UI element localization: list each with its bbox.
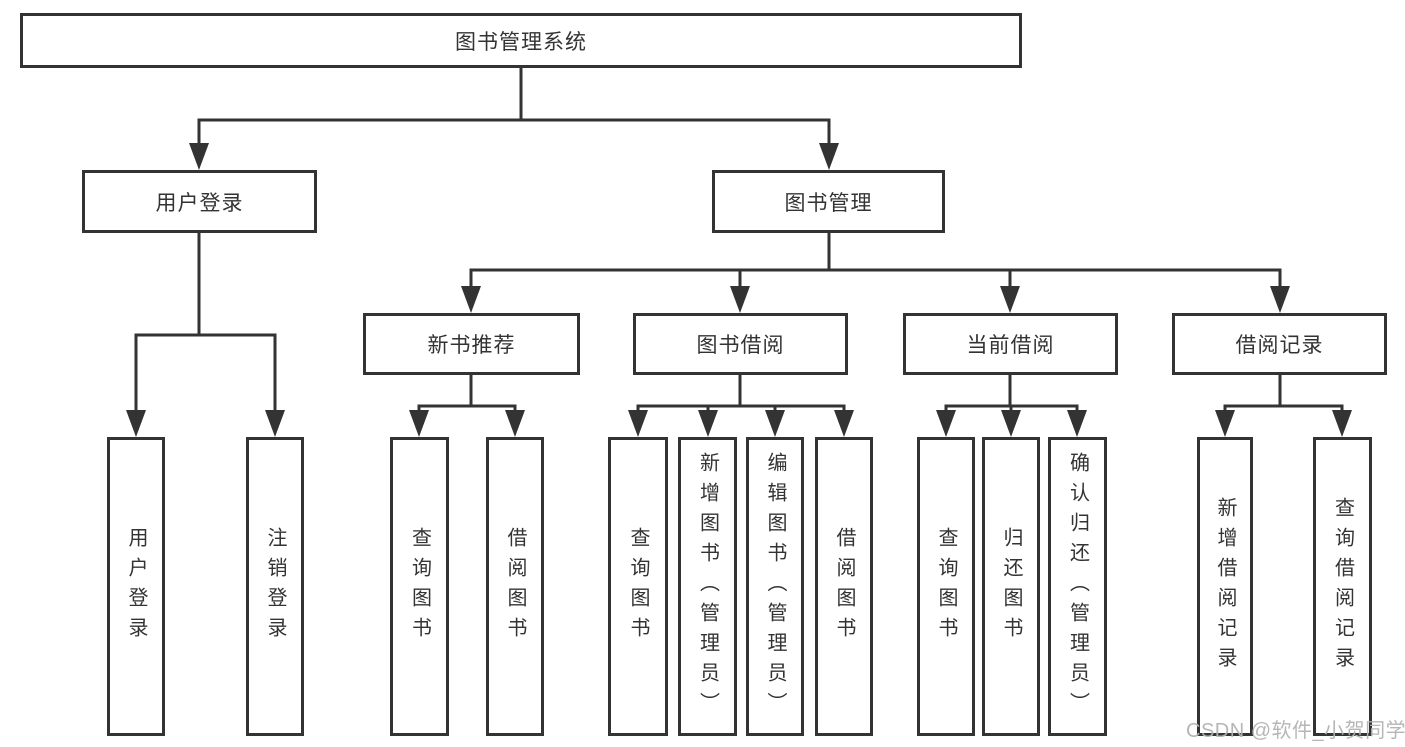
node-library-management-system: 图书管理系统 [20, 13, 1022, 68]
node-label: 查询图书 [408, 526, 431, 647]
node-label: 图书管理系统 [455, 30, 587, 54]
node-label: 归还图书 [1000, 526, 1022, 647]
node-query-books-2: 查询图书 [608, 437, 668, 736]
node-edit-books-admin: 编辑图书（管理员） [746, 437, 804, 736]
node-label: 借阅记录 [1235, 334, 1324, 357]
node-add-books-admin: 新增图书（管理员） [678, 437, 737, 736]
node-confirm-return-admin: 确认归还（管理员） [1048, 437, 1107, 736]
node-label: 新增借阅记录 [1214, 496, 1236, 677]
node-label: 图书管理 [784, 191, 873, 215]
node-new-book-recommendation: 新书推荐 [363, 313, 580, 375]
node-query-books-1: 查询图书 [390, 437, 449, 736]
node-label: 借阅图书 [833, 526, 855, 647]
node-label: 图书借阅 [696, 334, 785, 357]
node-book-borrowing: 图书借阅 [633, 313, 848, 375]
node-label: 查询图书 [935, 526, 957, 647]
node-return-books: 归还图书 [982, 437, 1040, 736]
node-label: 用户登录 [155, 191, 244, 215]
node-borrow-records: 借阅记录 [1172, 313, 1387, 375]
node-label: 新书推荐 [427, 334, 516, 357]
node-add-borrow-record: 新增借阅记录 [1197, 437, 1253, 736]
node-borrow-books-1: 借阅图书 [486, 437, 544, 736]
csdn-watermark: CSDN @软件_小贺同学 [1186, 720, 1405, 742]
node-label: 新增图书（管理员） [696, 451, 719, 722]
node-label: 查询图书 [627, 526, 649, 647]
node-book-management: 图书管理 [712, 170, 945, 233]
node-label: 当前借阅 [966, 334, 1055, 357]
node-label: 查询借阅记录 [1331, 496, 1354, 677]
node-label: 借阅图书 [504, 526, 526, 647]
node-query-books-3: 查询图书 [917, 437, 975, 736]
node-borrow-books-2: 借阅图书 [815, 437, 873, 736]
node-user-login: 用户登录 [107, 437, 165, 736]
arrowheads [126, 143, 1352, 437]
node-user-login-group: 用户登录 [82, 170, 317, 233]
node-label: 确认归还（管理员） [1066, 451, 1089, 722]
node-label: 用户登录 [125, 526, 147, 647]
node-query-borrow-record: 查询借阅记录 [1313, 437, 1372, 736]
node-label: 注销登录 [264, 526, 286, 647]
node-current-borrowing: 当前借阅 [903, 313, 1118, 375]
node-logout: 注销登录 [246, 437, 304, 736]
node-label: 编辑图书（管理员） [764, 451, 786, 722]
